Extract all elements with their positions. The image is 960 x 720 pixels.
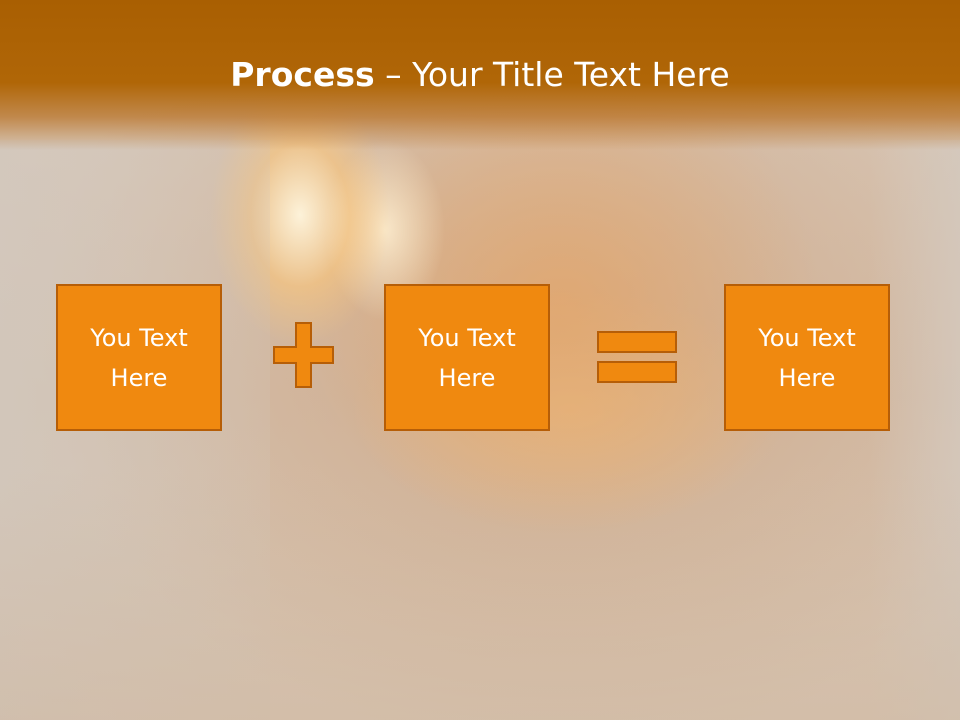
background-floor-shade (0, 470, 960, 720)
slide-title: Process – Your Title Text Here (0, 52, 960, 98)
equals-icon (597, 331, 677, 383)
title-bar (0, 0, 960, 150)
process-box-1-text: You Text Here (90, 323, 188, 392)
process-box-2-text: You Text Here (418, 323, 516, 392)
title-regular-part: – Your Title Text Here (374, 55, 730, 94)
process-box-3: You Text Here (724, 284, 890, 431)
process-box-1: You Text Here (56, 284, 222, 431)
process-box-3-text: You Text Here (758, 323, 856, 392)
plus-icon (273, 322, 334, 388)
process-box-2: You Text Here (384, 284, 550, 431)
title-bold-part: Process (230, 55, 375, 94)
